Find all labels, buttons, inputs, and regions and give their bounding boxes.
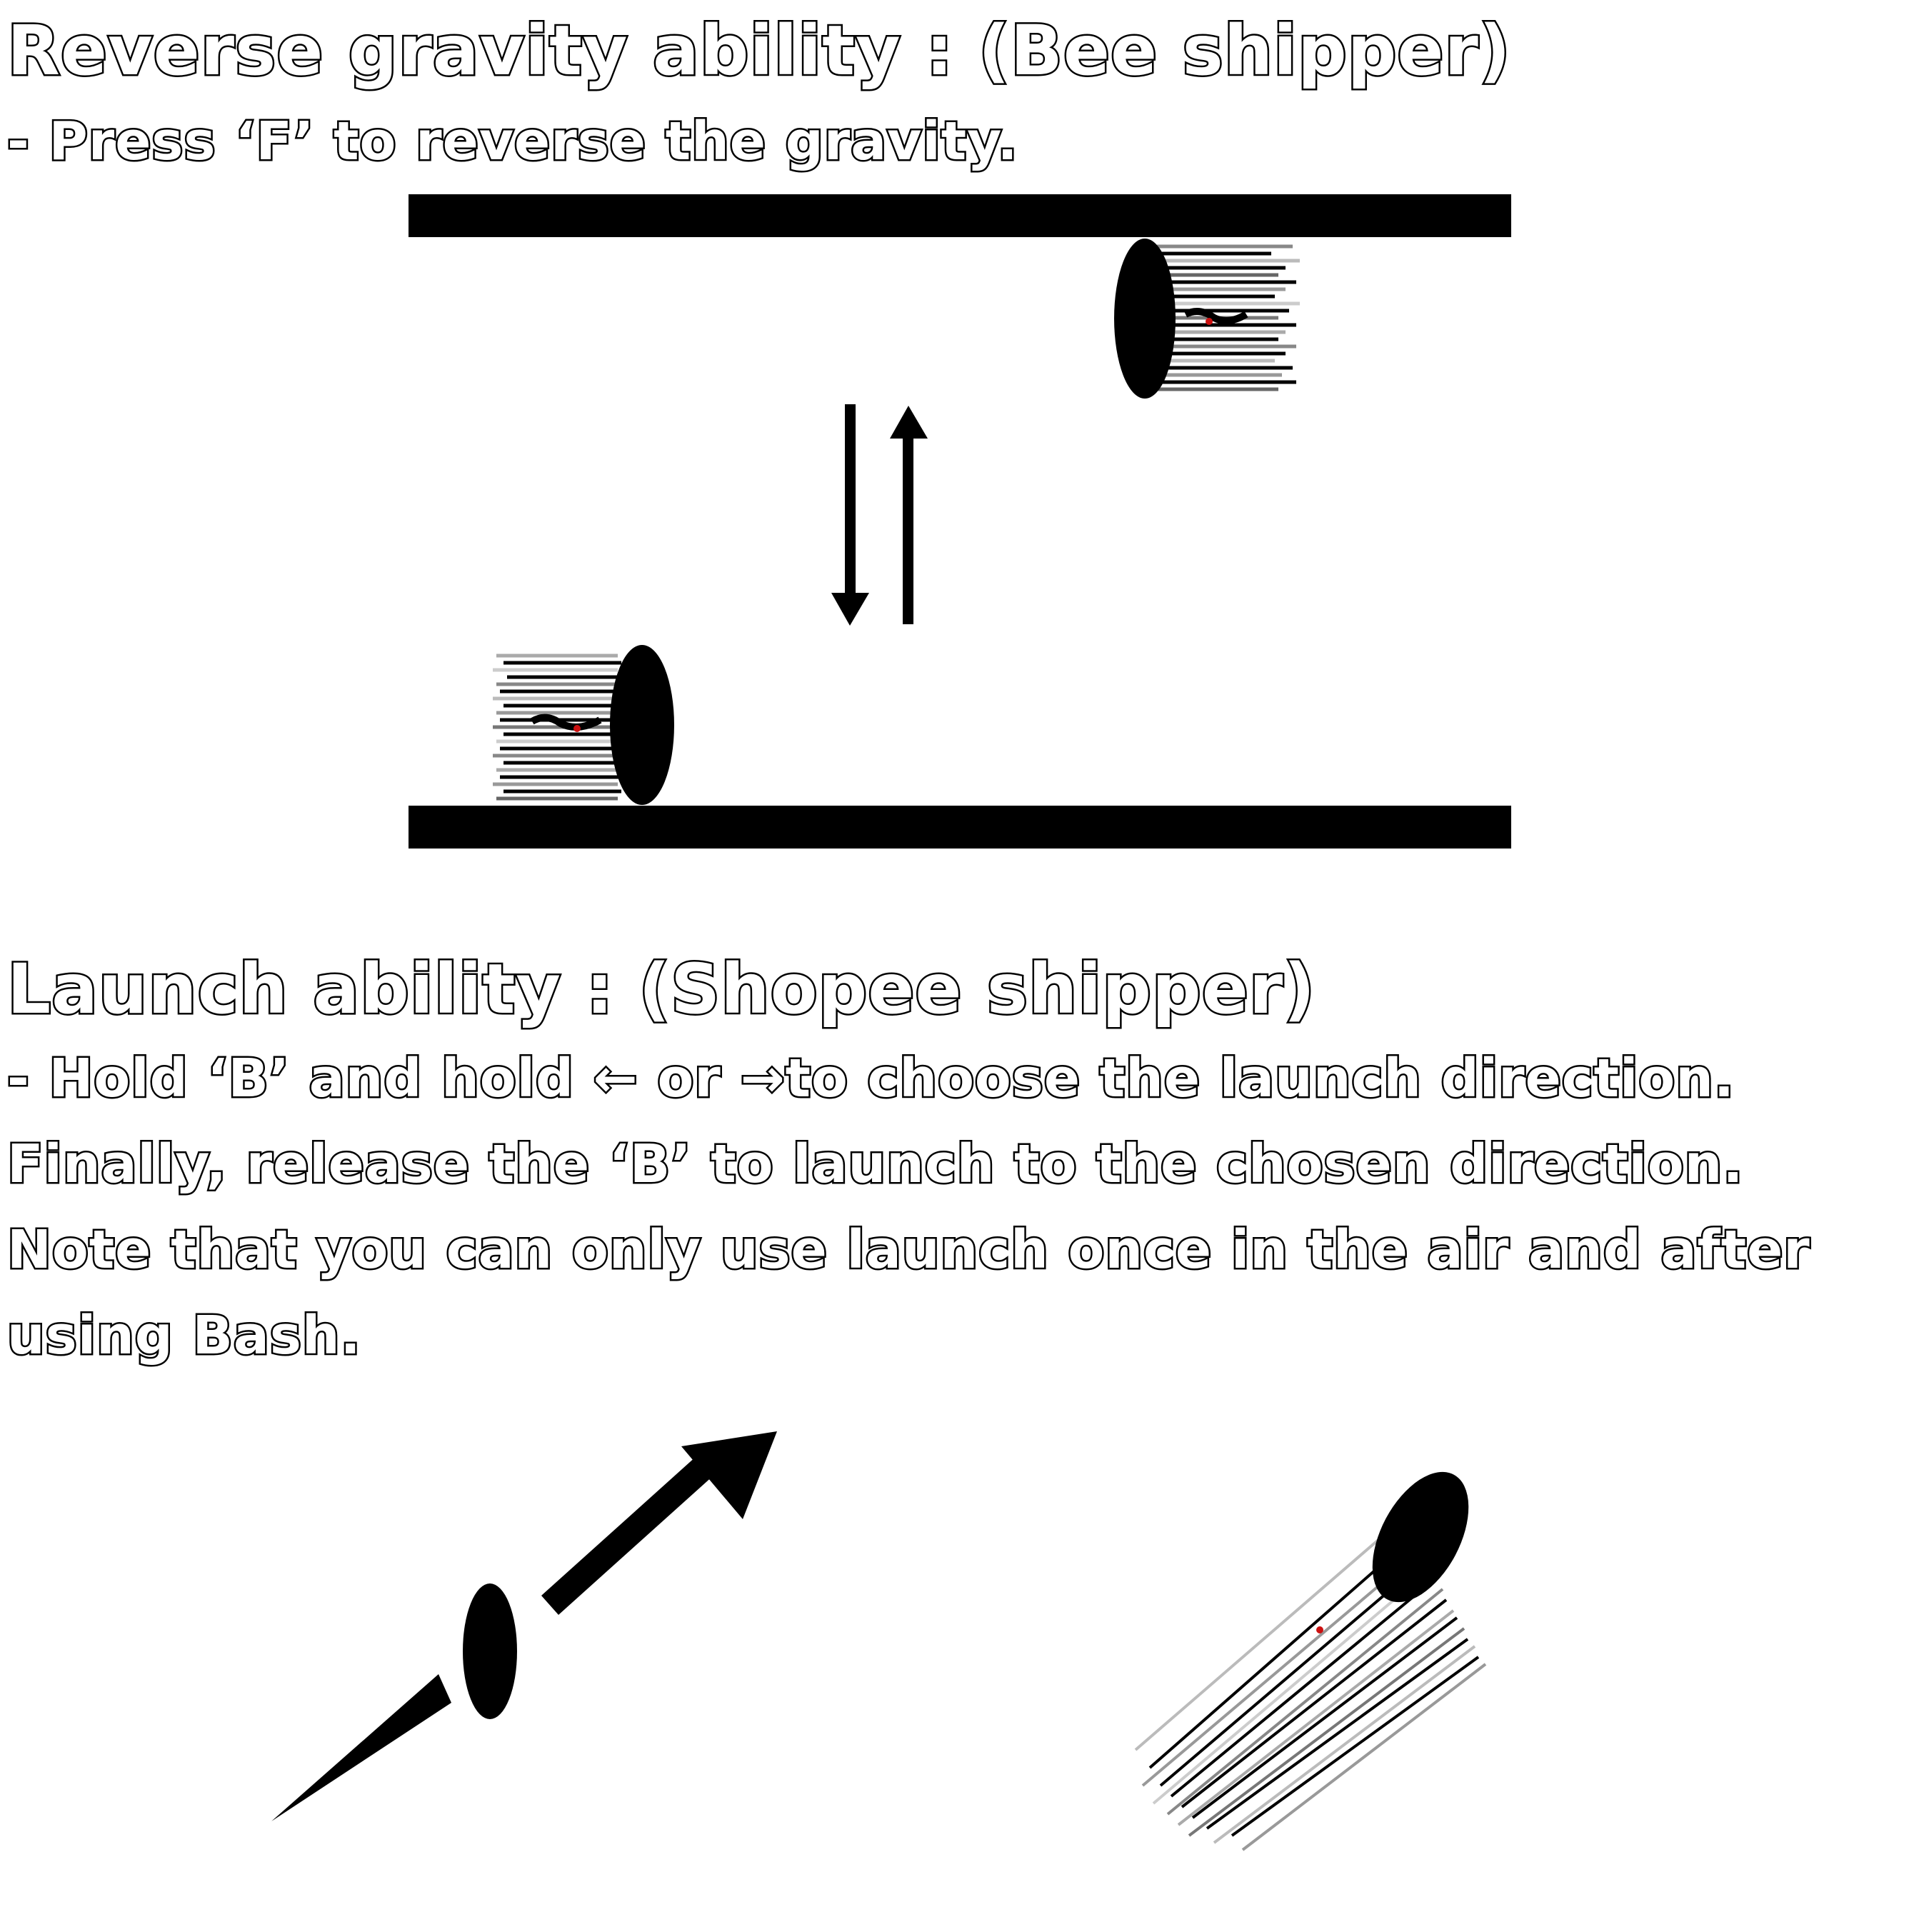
launch-ability-description: - Hold ‘B’ and hold ← or →to choose the … bbox=[6, 1043, 1812, 1386]
up-down-arrows-icon bbox=[831, 404, 928, 626]
launch-description-line-1: - Hold ‘B’ and hold ← or →to choose the … bbox=[6, 1046, 1736, 1111]
shipper-character-icon bbox=[463, 1583, 517, 1719]
shipper-character-icon bbox=[493, 645, 674, 805]
gravity-ability-title: Reverse gravity ability : (Bee shipper) bbox=[6, 10, 1513, 92]
floor-platform bbox=[409, 806, 1511, 849]
launch-description-line-3: Note that you can only use launch once i… bbox=[6, 1218, 1812, 1283]
launch-description-line-2: Finally, release the ‘B’ to launch to th… bbox=[6, 1132, 1745, 1197]
launch-description-line-4: using Bash. bbox=[6, 1303, 363, 1368]
launch-ability-title: Launch ability : (Shopee shipper) bbox=[5, 949, 1316, 1031]
ceiling-platform bbox=[409, 194, 1511, 237]
shipper-character-icon bbox=[1134, 1471, 1487, 1851]
diagonal-launch-arrow-icon bbox=[271, 1431, 777, 1821]
gravity-ability-description: - Press ‘F’ to reverse the gravity. bbox=[6, 109, 1020, 174]
shipper-character-icon bbox=[1114, 239, 1300, 399]
